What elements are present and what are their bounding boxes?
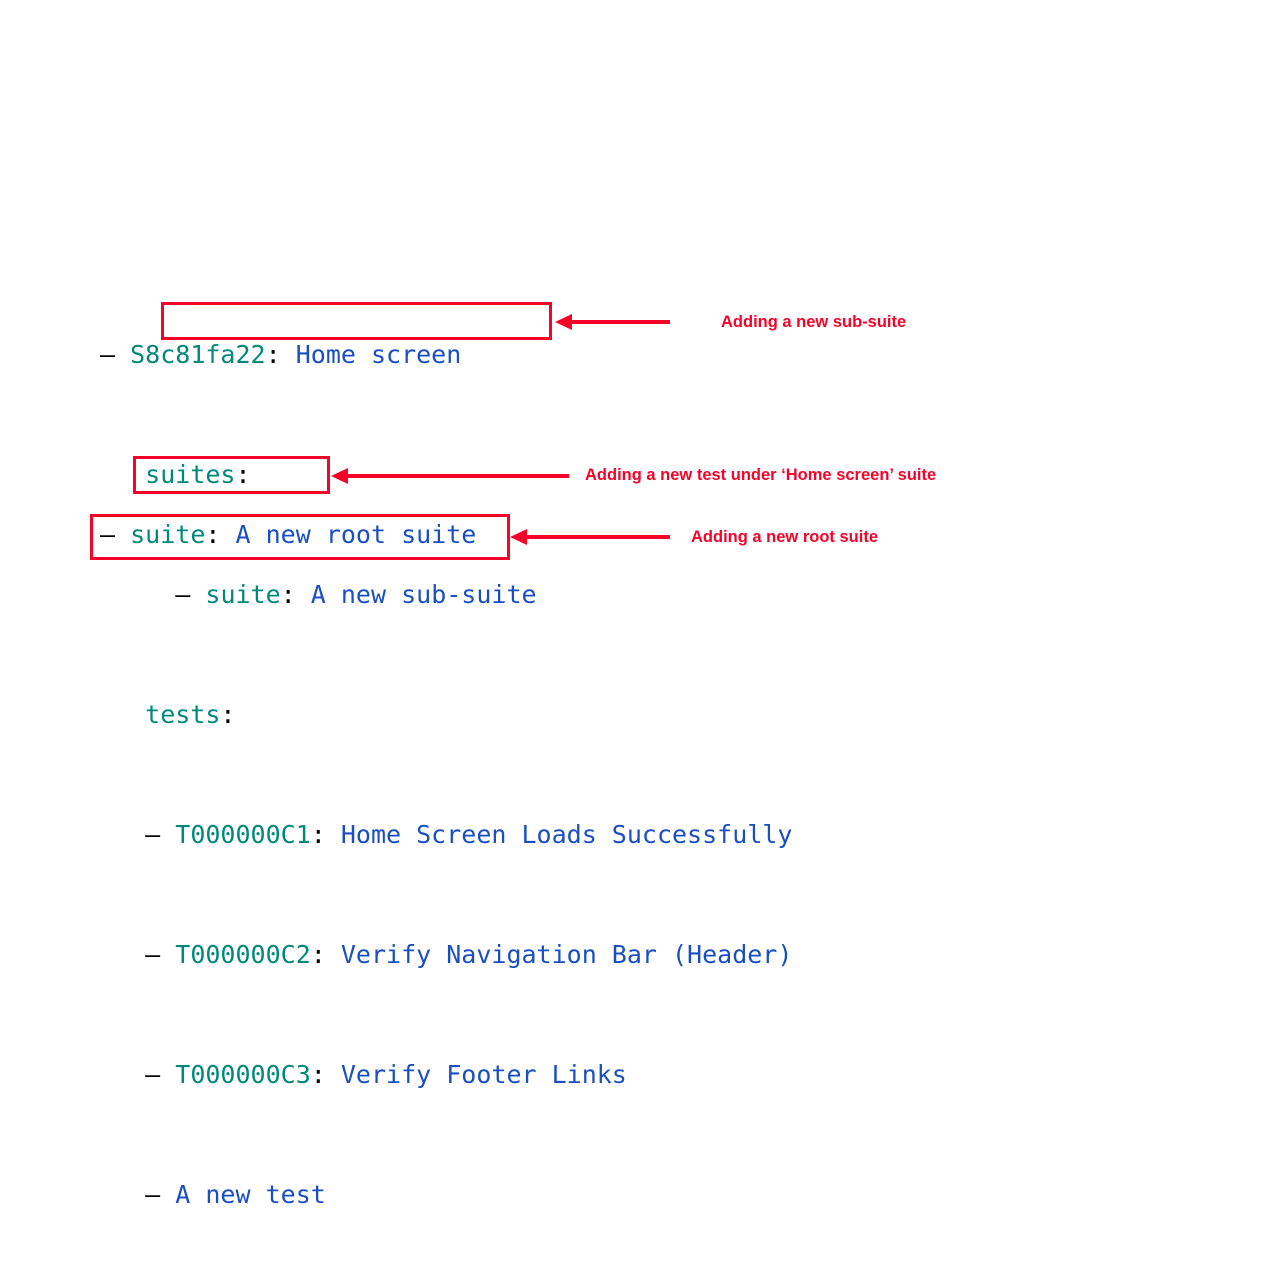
test-id: T000000C3 bbox=[175, 1060, 311, 1089]
tree-row-test[interactable]: – T000000C2: Verify Navigation Bar (Head… bbox=[100, 940, 792, 970]
list-bullet-icon: – bbox=[100, 520, 116, 549]
tree-row-new-root-suite[interactable]: – suite: A new root suite bbox=[100, 520, 476, 550]
tree-row-test[interactable]: – T000000C1: Home Screen Loads Successfu… bbox=[100, 820, 792, 850]
colon-separator: : bbox=[310, 820, 326, 849]
suite-title: Home screen bbox=[295, 340, 462, 369]
colon-separator: : bbox=[280, 580, 296, 609]
tree-row-new-test[interactable]: – A new test bbox=[100, 1180, 792, 1210]
list-bullet-icon: – bbox=[145, 1180, 161, 1209]
tests-key-label: tests bbox=[145, 700, 221, 729]
test-id: T000000C1 bbox=[175, 820, 311, 849]
test-suite-tree: – S8c81fa22: Home screen suites: – suite… bbox=[100, 250, 792, 1270]
suite-id: S8c81fa22 bbox=[130, 340, 266, 369]
colon-separator: : bbox=[310, 1060, 326, 1089]
test-title: Verify Navigation Bar (Header) bbox=[340, 940, 793, 969]
colon-separator: : bbox=[220, 700, 236, 729]
tree-row-tests-label: tests: bbox=[100, 700, 792, 730]
new-test-title: A new test bbox=[175, 1180, 326, 1209]
annotation-label-sub-suite: Adding a new sub-suite bbox=[721, 313, 907, 331]
list-bullet-icon: – bbox=[100, 340, 116, 369]
colon-separator: : bbox=[265, 340, 281, 369]
sub-suite-key-label: suite bbox=[205, 580, 281, 609]
tree-row-test[interactable]: – T000000C3: Verify Footer Links bbox=[100, 1060, 792, 1090]
list-bullet-icon: – bbox=[145, 820, 161, 849]
annotation-label-new-test: Adding a new test under ‘Home screen’ su… bbox=[585, 466, 937, 484]
colon-separator: : bbox=[235, 460, 251, 489]
tree-row-root-suite[interactable]: – S8c81fa22: Home screen bbox=[100, 340, 792, 370]
test-title: Home Screen Loads Successfully bbox=[340, 820, 793, 849]
test-id: T000000C2 bbox=[175, 940, 311, 969]
tree-row-suites-label: suites: bbox=[100, 460, 792, 490]
list-bullet-icon: – bbox=[175, 580, 191, 609]
list-bullet-icon: – bbox=[145, 1060, 161, 1089]
test-title: Verify Footer Links bbox=[340, 1060, 627, 1089]
sub-suite-value: A new sub-suite bbox=[310, 580, 537, 609]
colon-separator: : bbox=[310, 940, 326, 969]
colon-separator: : bbox=[205, 520, 221, 549]
annotation-label-root-suite: Adding a new root suite bbox=[691, 528, 879, 546]
root-suite-key-label: suite bbox=[130, 520, 206, 549]
tree-row-new-sub-suite[interactable]: – suite: A new sub-suite bbox=[100, 580, 792, 610]
suites-key-label: suites bbox=[145, 460, 236, 489]
list-bullet-icon: – bbox=[145, 940, 161, 969]
root-suite-value: A new root suite bbox=[235, 520, 477, 549]
